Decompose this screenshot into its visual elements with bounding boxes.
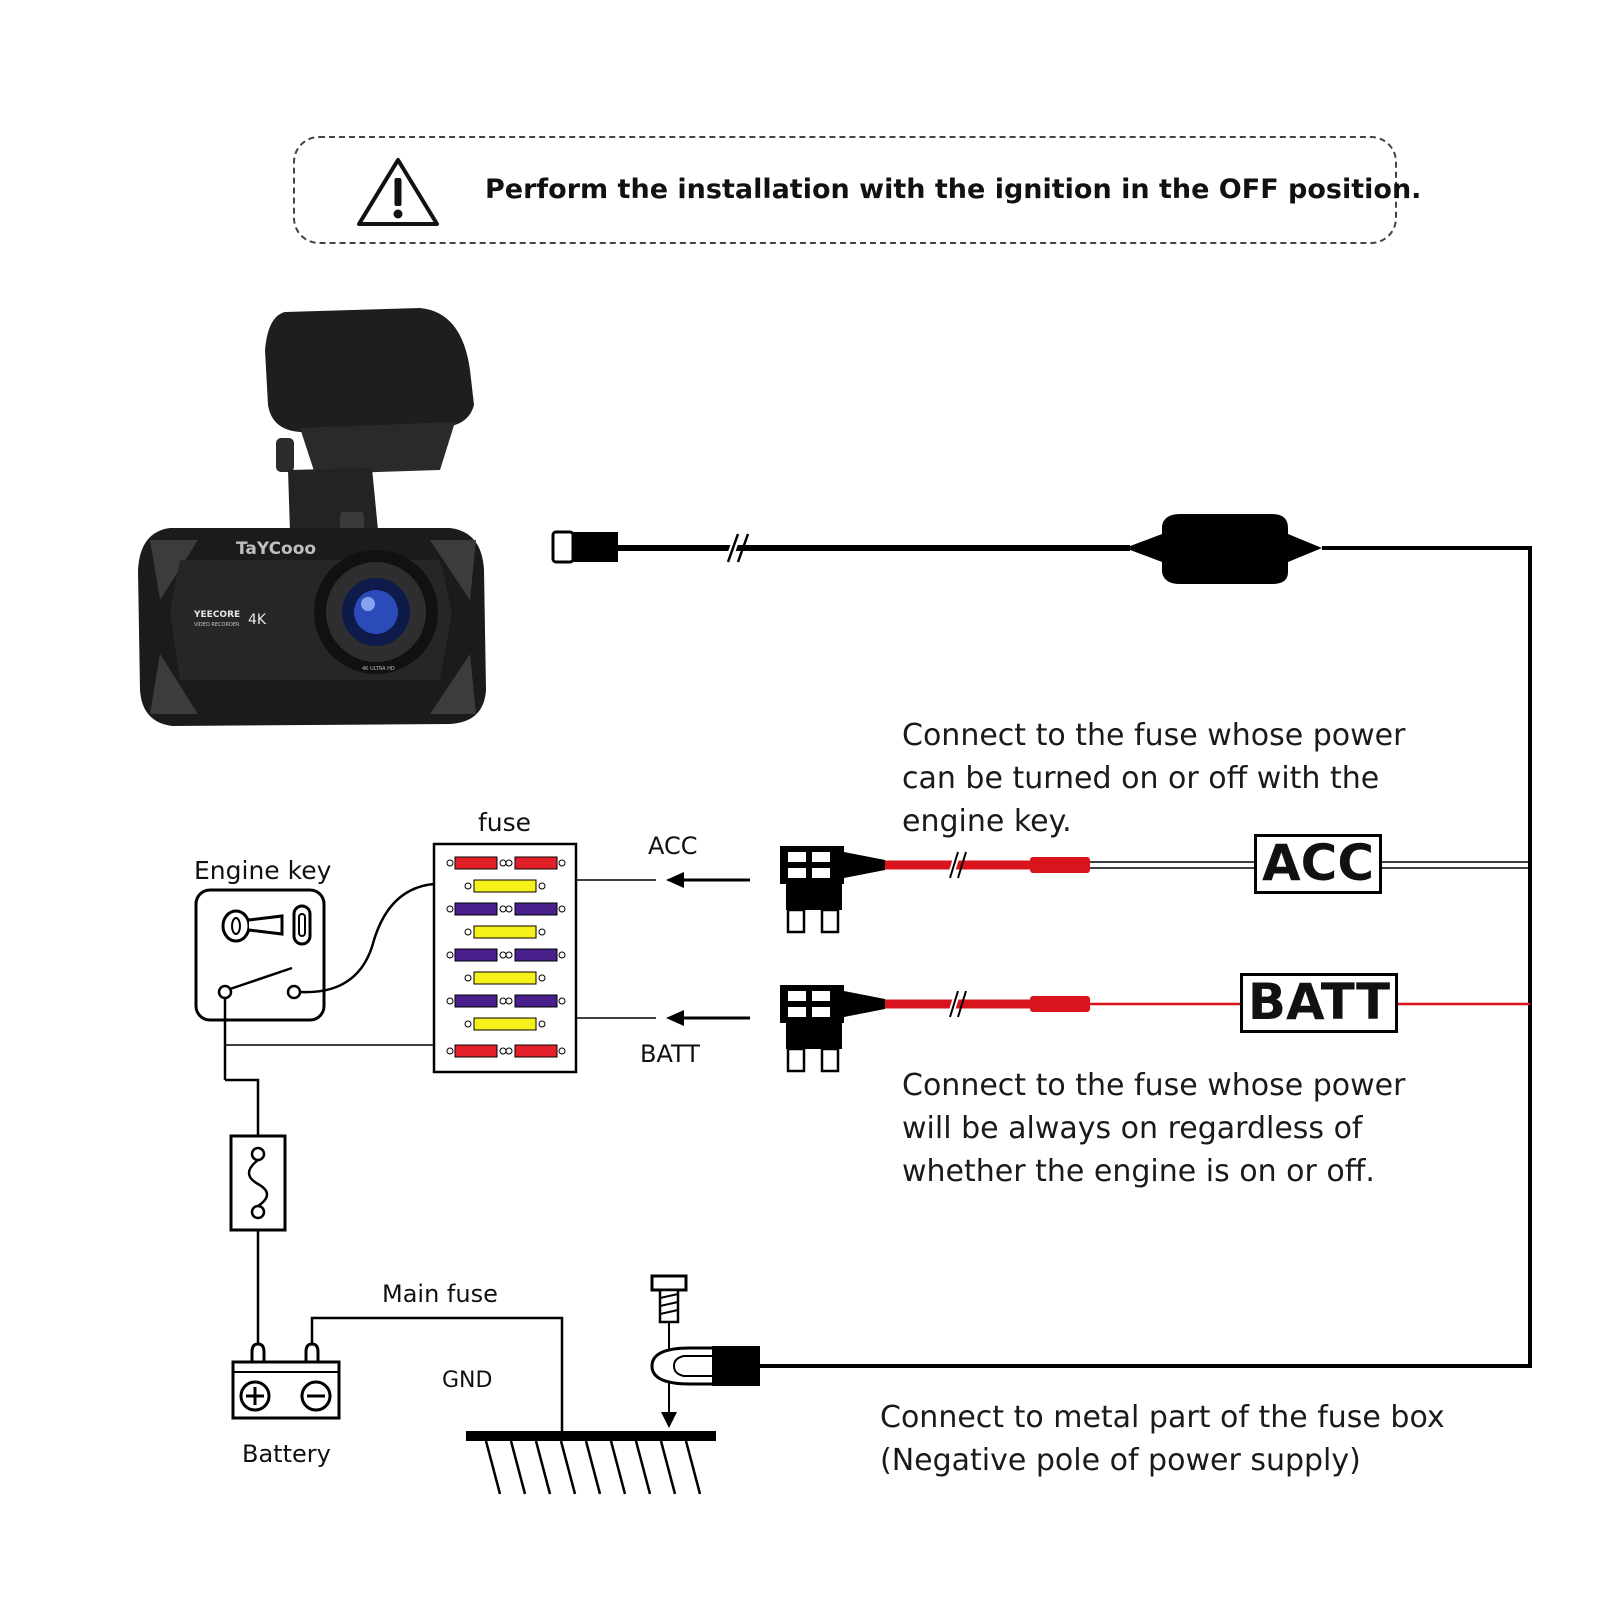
main-fuse-label: Main fuse (382, 1280, 498, 1308)
acc-tag: ACC (1254, 834, 1382, 894)
batt-instruction: Connect to the fuse whose power will be … (902, 1068, 1406, 1189)
camera-sub-text: VIDEO RECORDER (194, 622, 240, 628)
ring-terminal-icon (650, 1346, 760, 1386)
fuse-box (432, 842, 578, 1074)
acc-wire (780, 846, 1530, 934)
dash-camera-image: TaYCooo YEECORE VIDEO RECORDER 4K 4K ULT… (138, 308, 486, 726)
acc-arrow (666, 872, 750, 888)
fuse-row-red (446, 1044, 566, 1058)
main-wiring (223, 998, 564, 1434)
gnd-instruction-line2: (Negative pole of power supply) (880, 1443, 1361, 1478)
battery-label: Battery (242, 1440, 331, 1468)
power-cable (551, 514, 1532, 1368)
engine-key-switch (194, 882, 435, 1022)
batt-arrow-label: BATT (640, 1040, 700, 1068)
acc-arrow-label: ACC (648, 832, 698, 860)
batt-wire (780, 985, 1530, 1073)
warning-text: Perform the installation with the igniti… (485, 174, 1422, 205)
battery-icon (231, 1342, 341, 1420)
fuse-label: fuse (478, 808, 532, 837)
camera-brand-text: TaYCooo (236, 539, 316, 559)
gnd-label: GND (442, 1368, 493, 1393)
batt-arrow (666, 1010, 750, 1026)
camera-resolution-text: 4K (248, 612, 267, 628)
fuse-row-red (446, 856, 566, 870)
camera-model-text: YEECORE (193, 610, 240, 620)
fuse-row-purple (446, 994, 566, 1008)
fuse-row-purple (446, 902, 566, 916)
fuse-row-yellow (464, 1017, 546, 1031)
fuse-row-purple (446, 948, 566, 962)
fuse-row-yellow (464, 879, 546, 893)
fuse-row-yellow (464, 925, 546, 939)
engine-key-label: Engine key (194, 856, 332, 885)
batt-tag: BATT (1240, 973, 1398, 1033)
warning-banner: Perform the installation with the igniti… (293, 136, 1421, 244)
gnd-instruction-line1: Connect to metal part of the fuse box (880, 1400, 1445, 1435)
warning-triangle-icon (357, 158, 439, 226)
acc-instruction: Connect to the fuse whose power can be t… (902, 718, 1406, 839)
ground-symbol (466, 1431, 716, 1495)
camera-lens-text: 4K ULTRA HD (362, 666, 395, 672)
fuse-row-yellow (464, 971, 546, 985)
gnd-instruction: Connect to metal part of the fuse box (N… (880, 1396, 1520, 1482)
